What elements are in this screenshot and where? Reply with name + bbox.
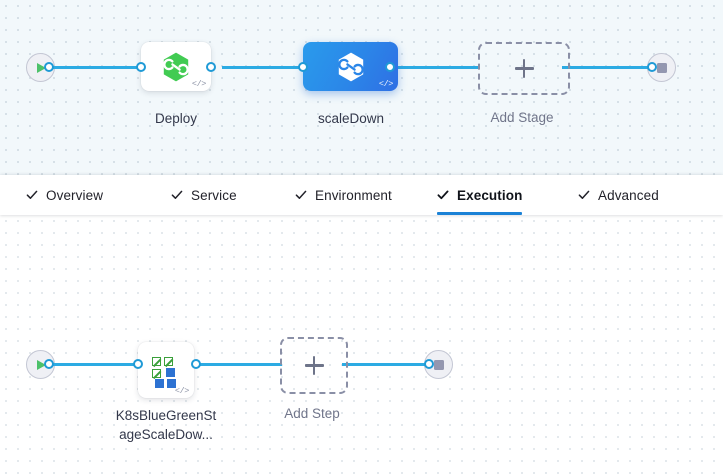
- port-scaledown-in[interactable]: [298, 62, 308, 72]
- port-exec-end-in[interactable]: [424, 359, 434, 369]
- play-icon: [37, 359, 46, 370]
- tab-execution[interactable]: Execution: [437, 175, 523, 215]
- stage-label-deploy: Deploy: [154, 111, 198, 126]
- stage-node-deploy[interactable]: </>: [141, 42, 211, 91]
- port-start-out[interactable]: [44, 62, 54, 72]
- check-icon: [437, 189, 449, 201]
- harness-hexagon-icon: [163, 52, 189, 81]
- step-node-k8sbluegreenstagescaledown[interactable]: </>: [138, 342, 194, 398]
- tab-label: Service: [191, 187, 237, 203]
- stage-config-tabs: Overview Service Environment Execution: [0, 175, 723, 215]
- connector-scaledown-to-addstage: [390, 66, 480, 69]
- check-icon: [295, 189, 307, 201]
- port-deploy-out[interactable]: [206, 62, 216, 72]
- connector-addstage-to-end: [562, 66, 654, 69]
- tab-active-underline: [437, 212, 523, 215]
- plus-icon: [514, 59, 534, 78]
- connector-start-to-deploy: [48, 66, 146, 69]
- pipeline-stages-canvas[interactable]: </> Deploy </> scaleDown Add Stage: [0, 0, 723, 175]
- tab-label: Overview: [46, 187, 104, 203]
- port-step-in[interactable]: [133, 359, 143, 369]
- stage-label-scaledown: scaleDown: [317, 111, 385, 126]
- add-step-button[interactable]: [280, 337, 348, 394]
- scaledown-code-badge[interactable]: </>: [378, 78, 394, 89]
- deploy-code-badge[interactable]: </>: [191, 78, 207, 89]
- tab-label: Advanced: [598, 187, 659, 203]
- tab-label: Environment: [315, 187, 392, 203]
- pipeline-start-node[interactable]: [26, 53, 55, 82]
- stop-icon: [656, 62, 667, 73]
- add-stage-button[interactable]: [478, 42, 570, 95]
- port-end-in[interactable]: [647, 62, 657, 72]
- tab-advanced[interactable]: Advanced: [578, 175, 659, 215]
- tab-label: Execution: [457, 187, 523, 203]
- port-scaledown-out[interactable]: [385, 62, 395, 72]
- tab-environment[interactable]: Environment: [295, 175, 392, 215]
- tab-service[interactable]: Service: [171, 175, 237, 215]
- step-label-k8sbluegreenstagescaledown: K8sBlueGreenSt ageScaleDow...: [96, 406, 236, 444]
- add-step-label: Add Step: [284, 406, 340, 421]
- port-exec-start-out[interactable]: [44, 359, 54, 369]
- play-icon: [37, 62, 46, 73]
- harness-hexagon-icon: [337, 52, 364, 81]
- connector-addstep-to-end: [342, 363, 432, 366]
- connector-step-to-addstep: [196, 363, 282, 366]
- port-step-out[interactable]: [191, 359, 201, 369]
- port-deploy-in[interactable]: [136, 62, 146, 72]
- execution-steps-canvas[interactable]: </> K8sBlueGreenSt ageScaleDow... Add St…: [0, 215, 723, 474]
- step-label-line2: ageScaleDow...: [119, 427, 213, 442]
- stop-icon: [433, 359, 444, 370]
- stage-node-scaledown[interactable]: </>: [303, 42, 398, 91]
- check-icon: [578, 189, 590, 201]
- step-label-line1: K8sBlueGreenSt: [115, 408, 217, 423]
- add-stage-label: Add Stage: [490, 110, 554, 125]
- connector-start-to-step: [48, 363, 148, 366]
- kubernetes-scale-icon: [151, 355, 181, 388]
- step-code-badge[interactable]: </>: [174, 385, 190, 396]
- connector-deploy-to-scaledown: [222, 66, 312, 69]
- check-icon: [171, 189, 183, 201]
- plus-icon: [304, 356, 324, 375]
- check-icon: [26, 189, 38, 201]
- tab-overview[interactable]: Overview: [26, 175, 103, 215]
